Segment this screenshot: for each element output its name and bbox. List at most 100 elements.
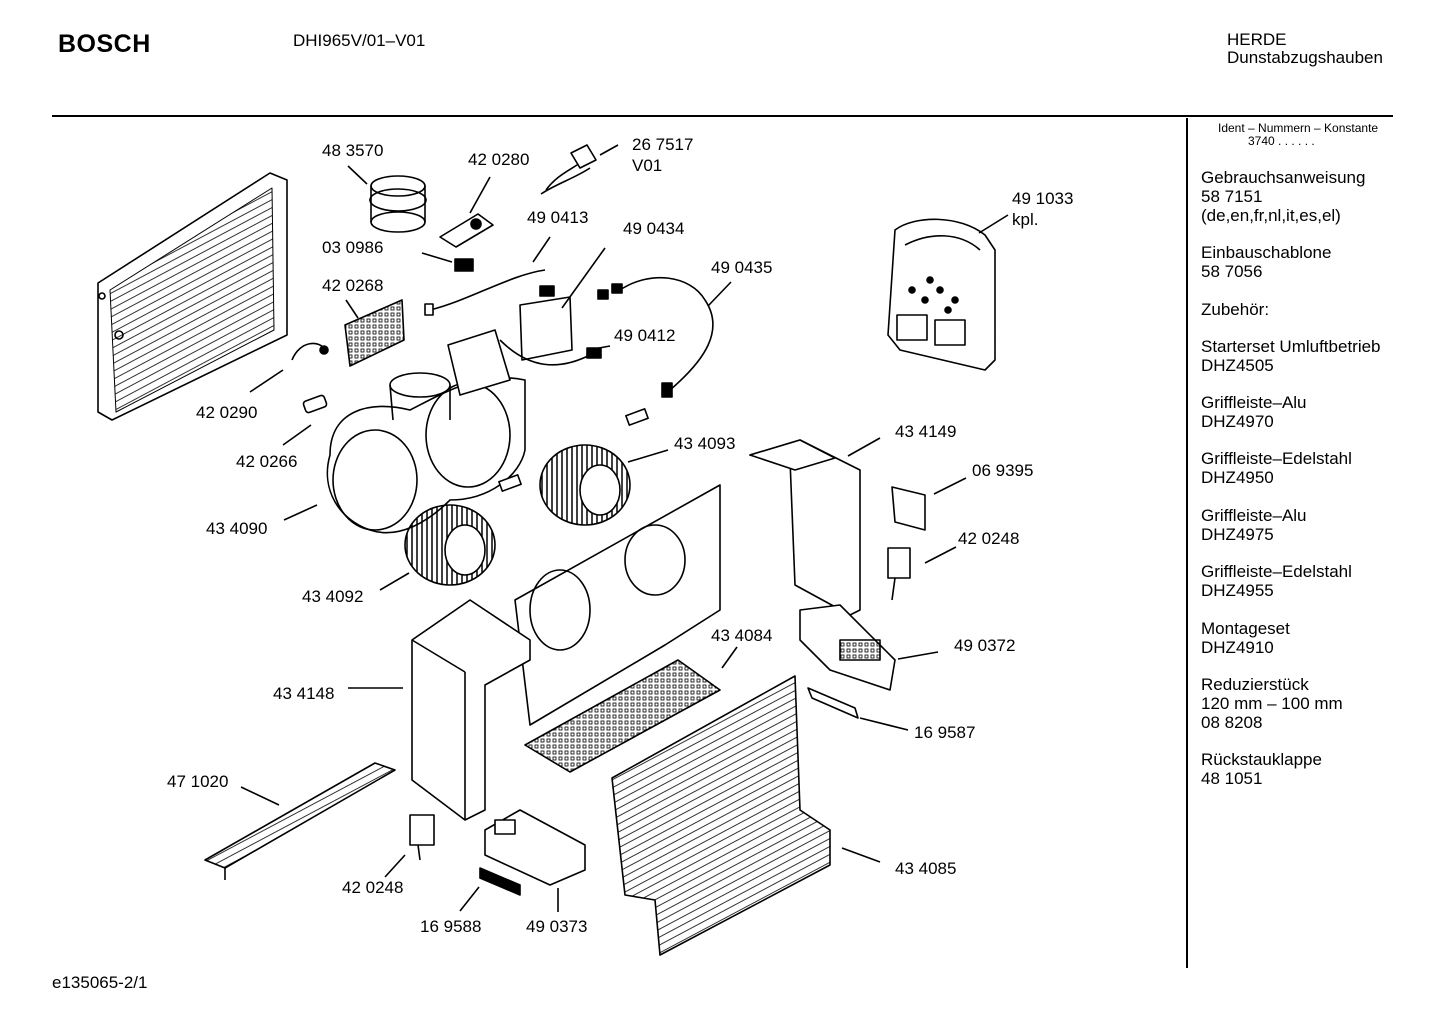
leader-lines [240,144,1009,912]
part-label: 43 4092 [302,587,363,606]
side-item-backflow-flap: Rückstauklappe 48 1051 [1201,750,1322,788]
switch-board [439,213,494,248]
side-item-line: DHZ4975 [1201,525,1274,544]
part-label: 06 9395 [972,461,1033,480]
side-item-manual: Gebrauchsanweisung 58 7151 (de,en,fr,nl,… [1201,168,1365,225]
back-panel [97,172,288,421]
part-label: 43 4084 [711,626,772,645]
side-item-template: Einbauschablone 58 7056 [1201,243,1331,281]
category-title: HERDE [1227,30,1287,49]
side-item-handle-steel-2: Griffleiste–Edelstahl DHZ4955 [1201,562,1352,600]
screw-set [887,218,996,371]
fan-wheel-left [404,474,522,586]
housing-box [411,599,531,821]
header-divider [52,115,1393,117]
part-label: 42 0248 [958,529,1019,548]
handle-rail [204,762,396,880]
side-item-line: Griffleiste–Alu [1201,393,1307,412]
part-label: 16 9587 [914,723,975,742]
side-item-line: Starterset Umluftbetrieb [1201,337,1381,356]
part-label: 42 0266 [236,452,297,471]
exploded-parts-diagram: 48 3570 42 0280 26 7517 V01 49 0413 49 0… [97,135,1073,956]
side-item-line: 48 1051 [1201,769,1263,788]
part-label: 49 0435 [711,258,772,277]
cable-harness-c [619,276,714,398]
side-item-handle-alu-2: Griffleiste–Alu DHZ4975 [1201,506,1307,544]
side-item-line: Zubehör: [1201,300,1270,319]
drawing-code: e135065-2/1 [52,973,148,992]
side-item-mounting-set: Montageset DHZ4910 [1201,619,1290,657]
side-item-line: DHZ4910 [1201,638,1274,657]
capacitor [302,394,328,414]
bracket-right [807,687,859,719]
fan-wheel-right [539,408,649,526]
part-labels: 48 3570 42 0280 26 7517 V01 49 0413 49 0… [167,135,1073,936]
switch-bottom [409,814,435,861]
cable-harness-a [424,269,555,316]
side-item-line: Rückstauklappe [1201,750,1322,769]
fan-mounting-plate [514,484,721,726]
part-label: kpl. [1012,210,1038,229]
grease-filter [524,659,721,773]
part-label: 42 0280 [468,150,529,169]
duct-connector [369,175,427,233]
side-item-line: Griffleiste–Edelstahl [1201,562,1352,581]
side-item-line: 58 7056 [1201,262,1263,281]
side-item-handle-alu-1: Griffleiste–Alu DHZ4970 [1201,393,1307,431]
side-bracket [749,439,861,616]
part-label: 48 3570 [322,141,383,160]
side-item-line: 120 mm – 100 mm [1201,694,1343,713]
part-label: 42 0268 [322,276,383,295]
part-label: 49 0412 [614,326,675,345]
part-label: 03 0986 [322,238,383,257]
side-item-line: (de,en,fr,nl,it,es,el) [1201,206,1341,225]
side-item-line: DHZ4955 [1201,581,1274,600]
part-label: 43 4090 [206,519,267,538]
sidebar-divider [1186,118,1188,968]
side-item-line: Griffleiste–Alu [1201,506,1307,525]
part-label: 42 0290 [196,403,257,422]
side-item-line: DHZ4505 [1201,356,1274,375]
fan-housing [326,329,526,534]
part-label: 49 0372 [954,636,1015,655]
side-item-line: Einbauschablone [1201,243,1332,262]
category-subtitle: Dunstabzugshauben [1227,48,1383,67]
lamp-wire [291,342,329,361]
ident-title: Ident – Nummern – Konstante [1218,121,1379,135]
side-item-line: 08 8208 [1201,713,1263,732]
part-label: 43 4085 [895,859,956,878]
ident-value: 3740 . . . . . . [1248,134,1315,148]
side-item-line: Reduzierstück [1201,675,1309,694]
switch-right [887,547,911,601]
part-label: 26 7517 [632,135,693,154]
side-item-accessories-heading: Zubehör: [1201,300,1269,319]
part-label: 49 1033 [1012,189,1073,208]
part-label: 43 4149 [895,422,956,441]
bracket-bottom [479,867,521,896]
cable-clip [454,258,474,272]
part-label: 42 0248 [342,878,403,897]
mounting-plate [891,486,926,531]
part-label: 47 1020 [167,772,228,791]
part-label: 43 4093 [674,434,735,453]
side-item-line: Griffleiste–Edelstahl [1201,449,1352,468]
part-label: 16 9588 [420,917,481,936]
side-item-line: DHZ4950 [1201,468,1274,487]
brand-logo: BOSCH [58,30,151,58]
part-label: 49 0373 [526,917,587,936]
side-item-line: Gebrauchsanweisung [1201,168,1366,187]
cable-harness-b [499,339,602,366]
control-unit [799,604,896,691]
front-panel [611,675,831,956]
control-module [519,283,623,361]
part-label: 49 0413 [527,208,588,227]
control-unit-bottom [484,809,586,886]
side-item-line: 58 7151 [1201,187,1263,206]
side-item-handle-steel-1: Griffleiste–Edelstahl DHZ4950 [1201,449,1352,487]
model-number: DHI965V/01–V01 [293,31,426,50]
circuit-board [344,299,405,367]
side-item-line: DHZ4970 [1201,412,1274,431]
side-item-line: Montageset [1201,619,1290,638]
part-label: 49 0434 [623,219,684,238]
side-item-starterset: Starterset Umluftbetrieb DHZ4505 [1201,337,1381,375]
